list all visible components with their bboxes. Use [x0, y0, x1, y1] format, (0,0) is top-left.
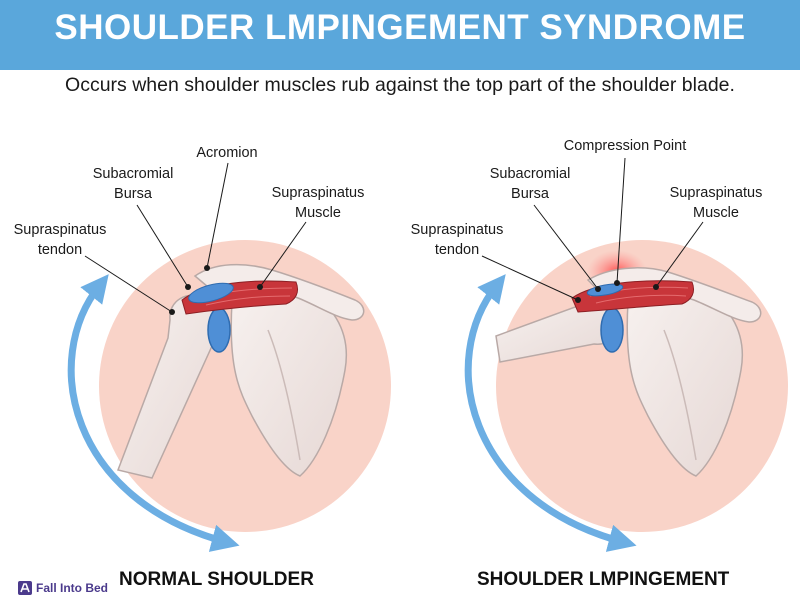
normal-muscle-leader: [259, 221, 307, 288]
normal-tendon-dot: [169, 309, 175, 315]
impingement-tendon-label-line2: tendon: [435, 242, 479, 258]
normal-bursa-label-line2: Bursa: [114, 186, 153, 202]
normal-motion-arrow: [67, 274, 240, 552]
impingement-shoulder-caption: SHOULDER LMPINGEMENT: [477, 569, 730, 590]
brand-logo-text: Fall Into Bed: [36, 581, 108, 595]
impingement-tendon-dot: [575, 297, 581, 303]
impingement-motion-arrow: [464, 274, 637, 552]
impingement-bursa-dot: [595, 286, 601, 292]
brand-logo-icon: [18, 581, 32, 595]
normal-scapula: [230, 287, 347, 477]
normal-glenoid-cartilage: [207, 307, 231, 353]
impingement-scapula: [626, 287, 743, 477]
title-banner: [0, 0, 800, 70]
impingement-bursa-label-line1: Subacromial: [490, 166, 571, 182]
impingement-muscle-dot: [653, 284, 659, 290]
normal-acromion-label: Acromion: [196, 145, 257, 161]
normal-shoulder-illustration: Acromion Subacromial Bursa Supraspinatus…: [14, 145, 391, 552]
impingement-muscle-label-line2: Muscle: [693, 205, 739, 221]
impingement-compression-leader: [616, 157, 626, 284]
normal-shoulder-caption: NORMAL SHOULDER: [119, 569, 314, 590]
page-title: SHOULDER LMPINGEMENT SYNDROME: [54, 8, 746, 47]
impingement-glenoid-cartilage: [600, 307, 624, 353]
normal-acromion-leader: [206, 162, 229, 269]
impingement-muscle-leader: [655, 221, 704, 288]
normal-tendon-label-line2: tendon: [38, 242, 82, 258]
impingement-muscle-label-line1: Supraspinatus: [670, 185, 763, 201]
normal-muscle-dot: [257, 284, 263, 290]
impingement-bursa-label-line2: Bursa: [511, 186, 550, 202]
normal-muscle-label-line2: Muscle: [295, 205, 341, 221]
normal-bursa-label-line1: Subacromial: [93, 166, 174, 182]
impingement-tendon-label-line1: Supraspinatus: [411, 222, 504, 238]
brand-logo: Fall Into Bed: [18, 580, 108, 596]
impingement-compression-label: Compression Point: [564, 138, 687, 154]
page-subtitle: Occurs when shoulder muscles rub against…: [65, 74, 735, 96]
normal-acromion-dot: [204, 265, 210, 271]
normal-bursa-leader: [136, 204, 189, 288]
impingement-compression-dot: [614, 280, 620, 286]
impingement-shoulder-illustration: Compression Point Subacromial Bursa Supr…: [411, 138, 788, 552]
normal-bursa-dot: [185, 284, 191, 290]
normal-tendon-label-line1: Supraspinatus: [14, 222, 107, 238]
normal-muscle-label-line1: Supraspinatus: [272, 185, 365, 201]
